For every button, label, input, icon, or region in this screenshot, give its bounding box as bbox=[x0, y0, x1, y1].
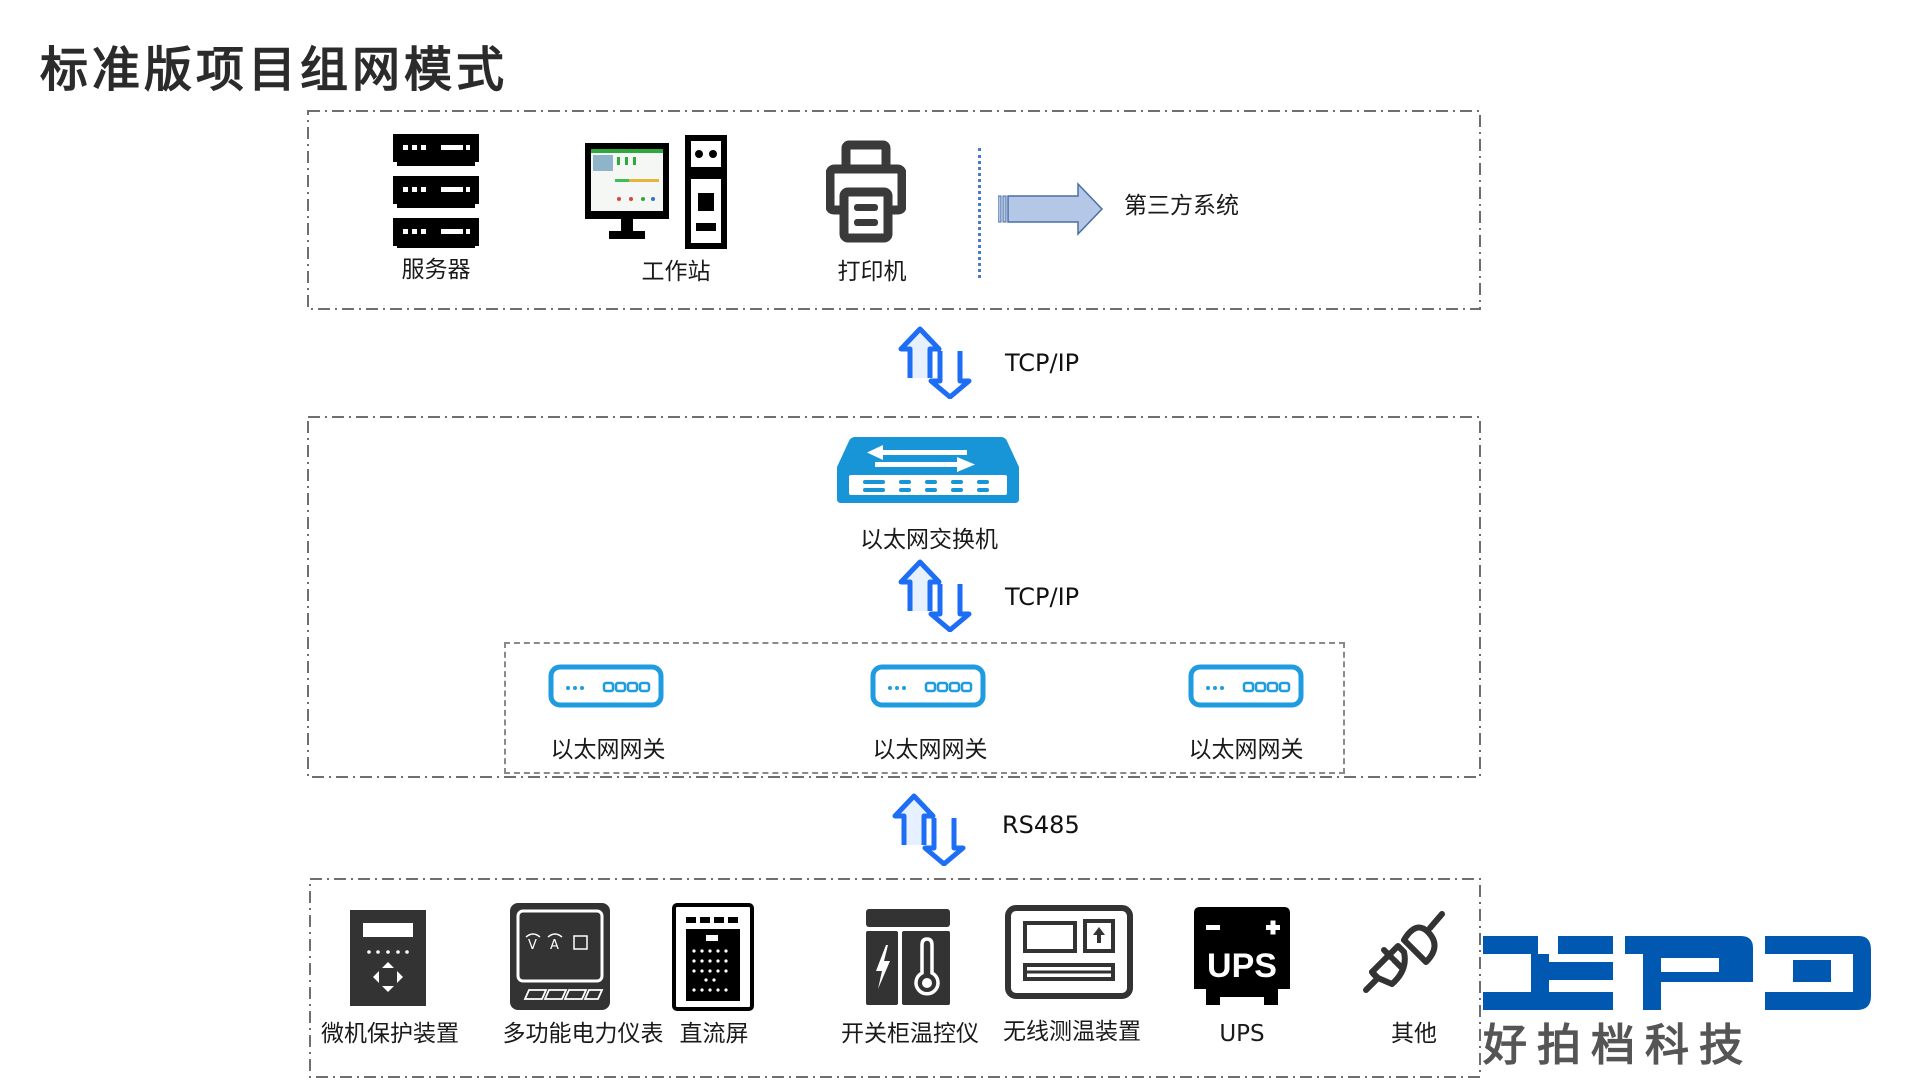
server-rack-icon bbox=[393, 134, 479, 248]
dotted-separator bbox=[978, 148, 981, 278]
gateways-group-box bbox=[504, 642, 1345, 774]
right-arrow-icon bbox=[998, 182, 1104, 236]
device-label: 多功能电力仪表 bbox=[502, 1021, 664, 1047]
company-logo: 好拍档科技 bbox=[1483, 936, 1871, 1070]
device-label: 无线测温装置 bbox=[1003, 1019, 1141, 1045]
gateway-icon bbox=[1188, 664, 1304, 708]
device-label: 开关柜温控仪 bbox=[841, 1021, 979, 1047]
gateway-label: 以太网网关 bbox=[1188, 737, 1304, 763]
device-label: 其他 bbox=[1391, 1021, 1437, 1047]
gateway-icon bbox=[548, 664, 664, 708]
device-label: UPS bbox=[1219, 1021, 1265, 1047]
hpd-logo-mark-icon bbox=[1483, 936, 1871, 1010]
device-label: 微机保护装置 bbox=[321, 1021, 459, 1047]
ups-icon: UPS bbox=[1194, 907, 1290, 1005]
device-label: 工作站 bbox=[641, 259, 711, 285]
gateway-label: 以太网网关 bbox=[872, 737, 988, 763]
workstation-icon bbox=[585, 135, 727, 249]
protection-relay-icon bbox=[350, 910, 426, 1006]
dash-dot-frame bbox=[307, 110, 1481, 310]
ethernet-switch-icon bbox=[837, 437, 1019, 503]
device-label: 服务器 bbox=[401, 257, 471, 283]
company-name: 好拍档科技 bbox=[1483, 1020, 1753, 1070]
gateway-label: 以太网网关 bbox=[550, 737, 666, 763]
switch-label: 以太网交换机 bbox=[860, 527, 998, 553]
ups-glyph-text: UPS bbox=[1207, 947, 1277, 985]
svg-text:V: V bbox=[528, 938, 537, 953]
link-protocol-label: RS485 bbox=[1002, 811, 1080, 839]
bidirectional-arrow-icon bbox=[898, 326, 972, 399]
plug-icon bbox=[1363, 911, 1445, 993]
bidirectional-arrow-icon bbox=[892, 793, 966, 866]
printer-icon bbox=[826, 140, 906, 243]
svg-text:A: A bbox=[550, 938, 559, 953]
device-label: 打印机 bbox=[837, 259, 907, 285]
third-party-system-label: 第三方系统 bbox=[1124, 193, 1239, 219]
page-title: 标准版项目组网模式 bbox=[40, 42, 509, 98]
switchgear-temp-controller-icon bbox=[866, 909, 950, 1005]
power-meter-icon: V A bbox=[510, 903, 610, 1010]
top-layer-box bbox=[307, 110, 1481, 310]
link-protocol-label: TCP/IP bbox=[1005, 583, 1080, 611]
wireless-temp-device-icon bbox=[1005, 905, 1133, 999]
link-protocol-label: TCP/IP bbox=[1005, 349, 1080, 377]
dash-dot-frame bbox=[309, 878, 1481, 1078]
network-layer-box bbox=[307, 416, 1481, 778]
dash-dot-frame bbox=[307, 416, 1481, 778]
gateway-icon bbox=[870, 664, 986, 708]
dc-panel-icon bbox=[672, 903, 754, 1011]
bidirectional-arrow-icon bbox=[898, 559, 972, 632]
device-label: 直流屏 bbox=[679, 1021, 749, 1047]
field-devices-box bbox=[309, 878, 1481, 1078]
